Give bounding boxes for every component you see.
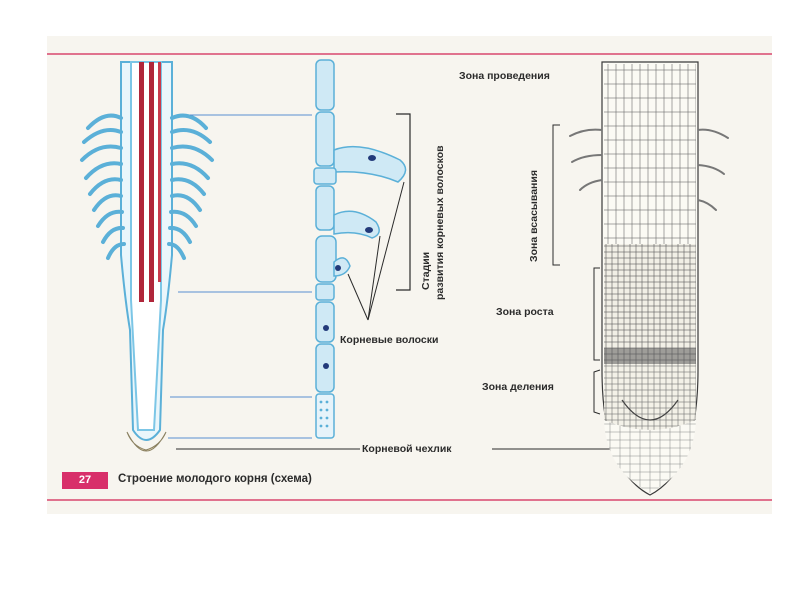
label-zone-conduction: Зона проведения	[459, 70, 550, 82]
vessel-red-3	[158, 62, 161, 282]
root-scheme-left	[80, 61, 214, 452]
stages-bracket	[396, 113, 411, 291]
division-band	[604, 348, 696, 364]
hair-stage-1	[333, 145, 407, 183]
root-hairs-left	[80, 113, 126, 260]
division-tissue	[604, 364, 696, 430]
label-zone-division: Зона деления	[482, 381, 554, 393]
growth-tissue	[604, 244, 696, 364]
root-hairs-right	[167, 113, 214, 260]
hair-stage-2	[333, 210, 380, 239]
root-hairs-pointers	[347, 181, 405, 321]
vessel-red-2	[149, 62, 154, 302]
tip-root-hairs	[569, 128, 729, 211]
label-root-hairs: Корневые волоски	[340, 334, 439, 346]
root-cap-left	[126, 431, 167, 452]
zone-brackets	[552, 124, 601, 415]
hair-stage-3	[333, 257, 351, 277]
label-root-cap: Корневой чехлик	[362, 443, 452, 455]
figure-number-badge: 27	[62, 472, 108, 489]
quiescent-center	[621, 399, 679, 421]
label-stages-line1: Стадии	[420, 251, 432, 290]
root-tip-cellular	[569, 61, 729, 496]
vessel-red-1	[139, 62, 144, 302]
cap-tissue	[604, 420, 696, 493]
figure-caption: Строение молодого корня (схема)	[118, 473, 312, 485]
label-zone-growth: Зона роста	[496, 306, 554, 318]
cell-nuclei	[323, 155, 376, 369]
inner-cylinder	[130, 61, 162, 431]
connector-lines	[168, 114, 312, 439]
cell-column	[313, 59, 407, 439]
label-stages-line2: развития корневых волосков	[434, 145, 446, 300]
meristem-dots	[319, 400, 329, 428]
label-zone-absorption: Зона всасывания	[528, 170, 540, 262]
conduction-tissue	[604, 64, 696, 244]
